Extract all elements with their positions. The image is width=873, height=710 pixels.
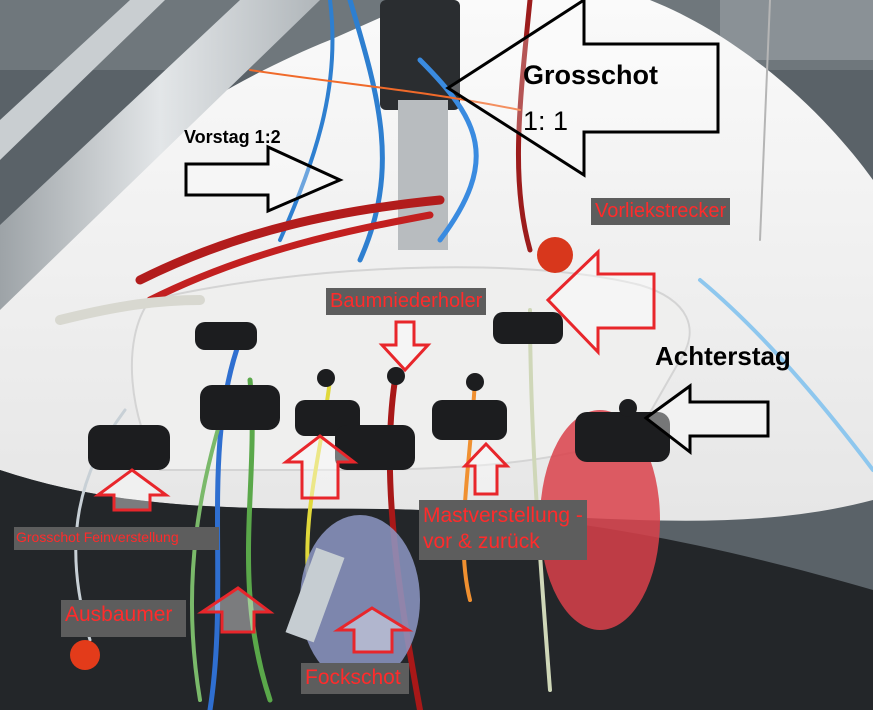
label-ausbaumer: Ausbaumer (61, 600, 187, 637)
label-fockschot: Fockschot (301, 663, 409, 694)
arrow-grosschot (445, 0, 720, 178)
boom (0, 0, 320, 310)
label-grosschot: Grosschot (523, 60, 659, 90)
label-grosschot-ratio: 1: 1 (523, 106, 569, 136)
arrow-baumniederholer (378, 320, 432, 373)
arrow-mastverstellung (461, 441, 511, 496)
winch-handle (285, 547, 345, 643)
arrow-cleat-center (281, 434, 359, 500)
red-rope-bundle (540, 410, 660, 630)
label-mastverstellung: Mastverstellung - vor & zurück (419, 500, 587, 560)
label-grosschot-feinverstellung: Grosschot Feinverstellung (14, 527, 219, 550)
arrow-achterstag (643, 383, 770, 456)
label-baumniederholer: Baumniederholer (326, 288, 487, 315)
label-vorstag: Vorstag 1:2 (184, 127, 281, 147)
arrow-vorstag (184, 144, 344, 214)
label-achterstag: Achterstag (655, 341, 791, 371)
arrow-ausbaumer (197, 586, 275, 634)
cleats (88, 312, 670, 470)
red-ball (537, 237, 573, 273)
arrow-fockschot (332, 606, 414, 654)
arrow-vorliekstrecker (545, 248, 656, 356)
label-vorliekstrecker: Vorliekstrecker (591, 198, 731, 225)
arrow-grosschot-fein (93, 468, 171, 512)
